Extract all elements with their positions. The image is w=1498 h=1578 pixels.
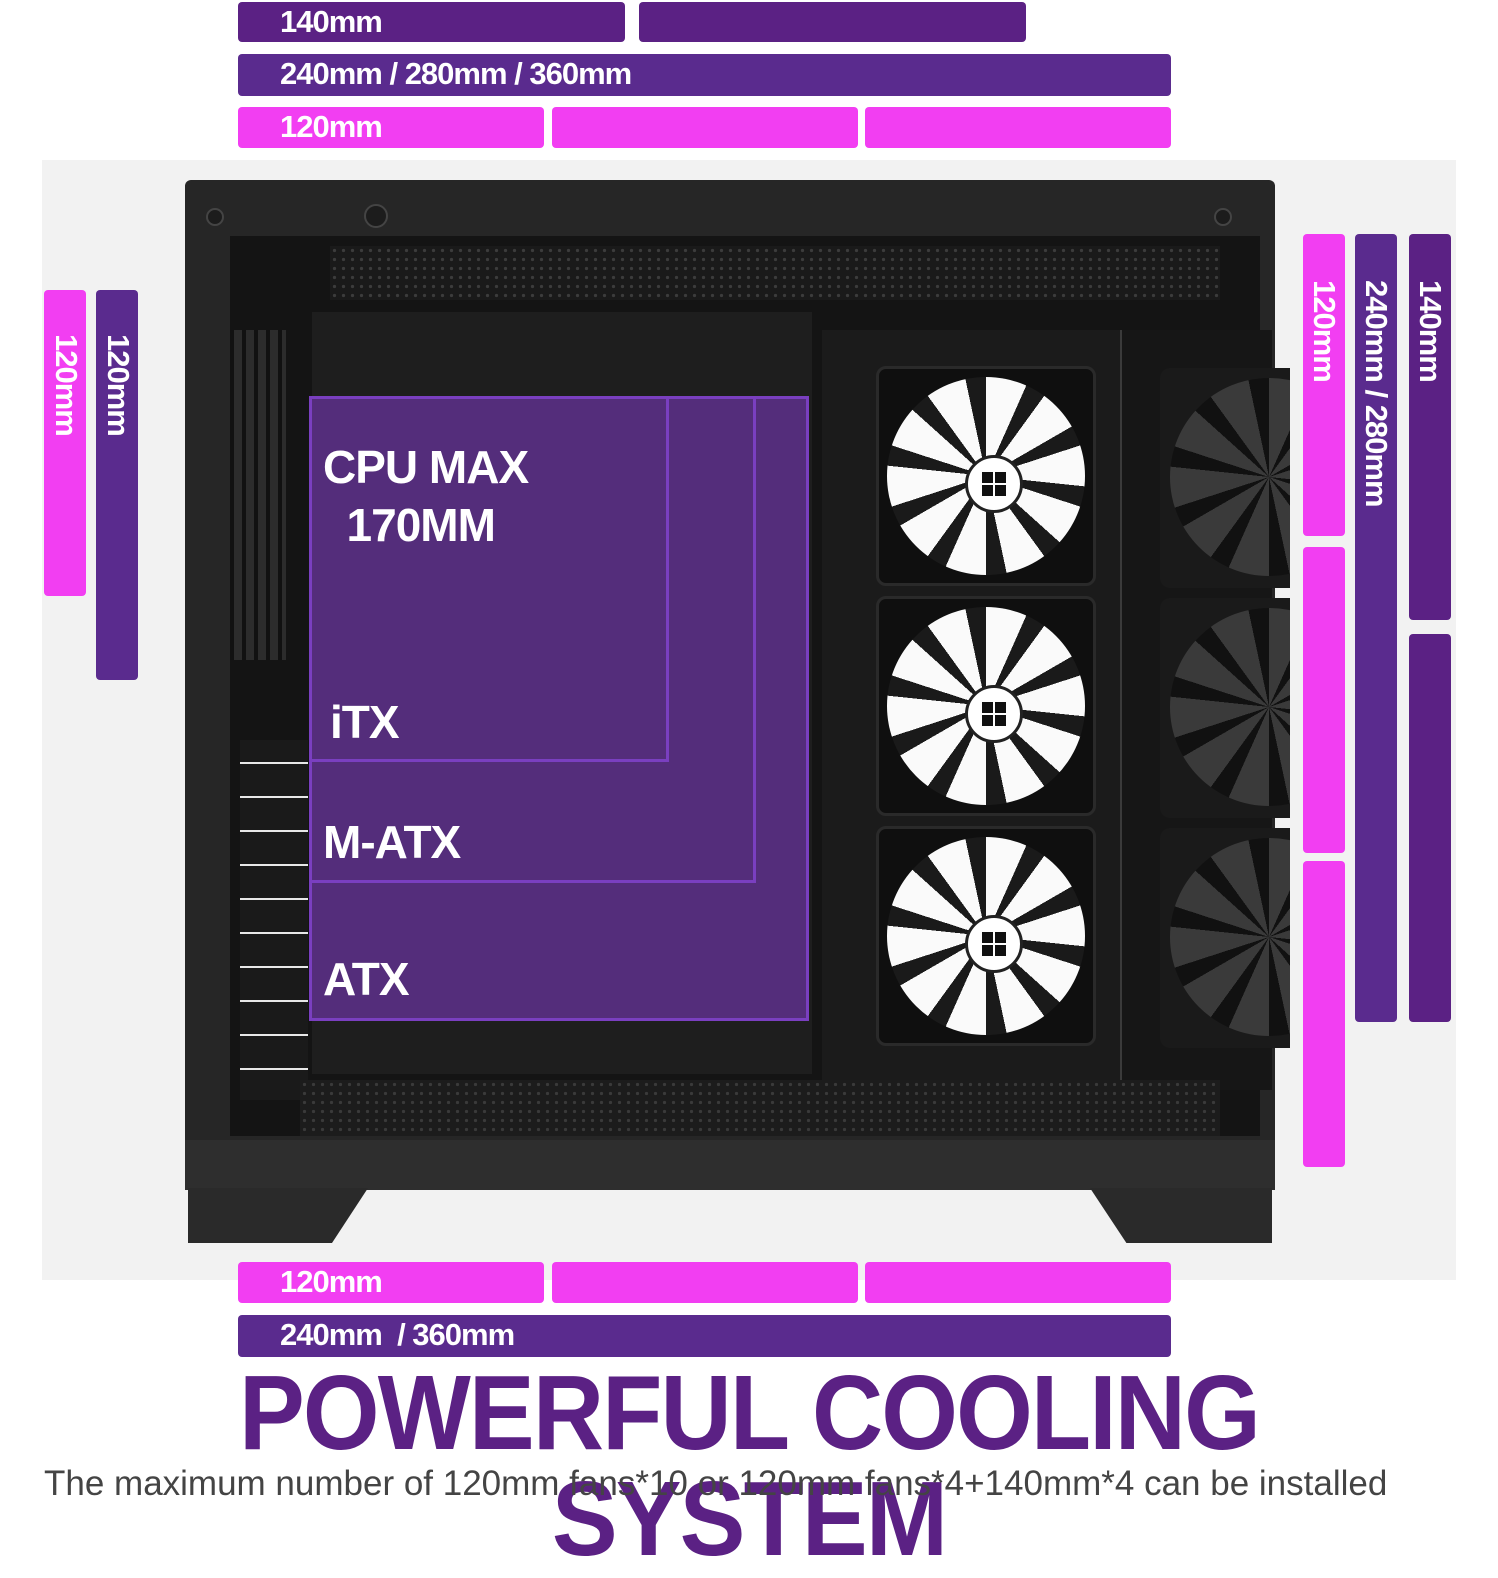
bottom-120mm-label: 120mm bbox=[280, 1264, 383, 1299]
right-140mm-bar-2 bbox=[1409, 634, 1451, 1022]
screw-icon bbox=[1214, 208, 1232, 226]
top-120mm-bar-1: 120mm bbox=[238, 107, 544, 148]
right-120mm-bar-3 bbox=[1303, 861, 1345, 1167]
side-fan-icon bbox=[876, 596, 1096, 816]
bottom-120mm-bar-1: 120mm bbox=[238, 1262, 544, 1303]
right-radiator-label: 240mm / 280mm bbox=[1359, 280, 1394, 507]
right-120mm-bar-2 bbox=[1303, 547, 1345, 853]
left-pink-label: 120mm bbox=[49, 334, 84, 436]
top-140mm-label: 140mm bbox=[280, 4, 383, 39]
matx-label: M-ATX bbox=[323, 816, 461, 868]
atx-label: ATX bbox=[323, 953, 410, 1005]
front-fan-icon bbox=[1160, 598, 1290, 818]
pcie-slots bbox=[240, 740, 308, 1100]
bottom-mesh-panel bbox=[300, 1080, 1220, 1136]
power-button-icon bbox=[364, 204, 388, 228]
top-mesh-panel bbox=[330, 246, 1220, 300]
left-120mm-purple-bar bbox=[96, 290, 138, 680]
top-140mm-bar-2 bbox=[639, 2, 1026, 42]
top-120mm-label: 120mm bbox=[280, 109, 383, 144]
bottom-radiator-label: 240mm / 360mm bbox=[280, 1317, 515, 1352]
front-fan-icon bbox=[1160, 368, 1290, 588]
right-foot bbox=[1090, 1188, 1272, 1243]
itx-outline bbox=[309, 396, 669, 762]
rear-vent bbox=[230, 330, 286, 660]
screw-icon bbox=[206, 208, 224, 226]
right-120mm-bar-1 bbox=[1303, 234, 1345, 536]
atx-outline bbox=[309, 396, 809, 1021]
left-purple-label: 120mm bbox=[101, 334, 136, 436]
top-120mm-bar-2 bbox=[552, 107, 858, 148]
top-radiator-bar: 240mm / 280mm / 360mm bbox=[238, 54, 1171, 96]
top-radiator-label: 240mm / 280mm / 360mm bbox=[280, 56, 632, 91]
case-base bbox=[185, 1140, 1275, 1190]
top-140mm-bar-1: 140mm bbox=[238, 2, 625, 42]
right-140mm-bar-1 bbox=[1409, 234, 1451, 620]
bottom-120mm-bar-2 bbox=[552, 1262, 858, 1303]
description: The maximum number of 120mm fans*10 or 1… bbox=[44, 1464, 1388, 1503]
top-120mm-bar-3 bbox=[865, 107, 1171, 148]
cpu-cooler-label: CPU MAX 170MM bbox=[323, 441, 529, 551]
right-pink-label: 120mm bbox=[1307, 280, 1342, 382]
right-140mm-label: 140mm bbox=[1413, 280, 1448, 382]
bottom-radiator-bar: 240mm / 360mm bbox=[238, 1315, 1171, 1357]
side-fan-icon bbox=[876, 366, 1096, 586]
bottom-120mm-bar-3 bbox=[865, 1262, 1171, 1303]
itx-label: iTX bbox=[330, 696, 400, 748]
side-fan-icon bbox=[876, 826, 1096, 1046]
left-120mm-pink-bar bbox=[44, 290, 86, 596]
right-radiator-bar bbox=[1355, 234, 1397, 1022]
front-fan-icon bbox=[1160, 828, 1290, 1048]
